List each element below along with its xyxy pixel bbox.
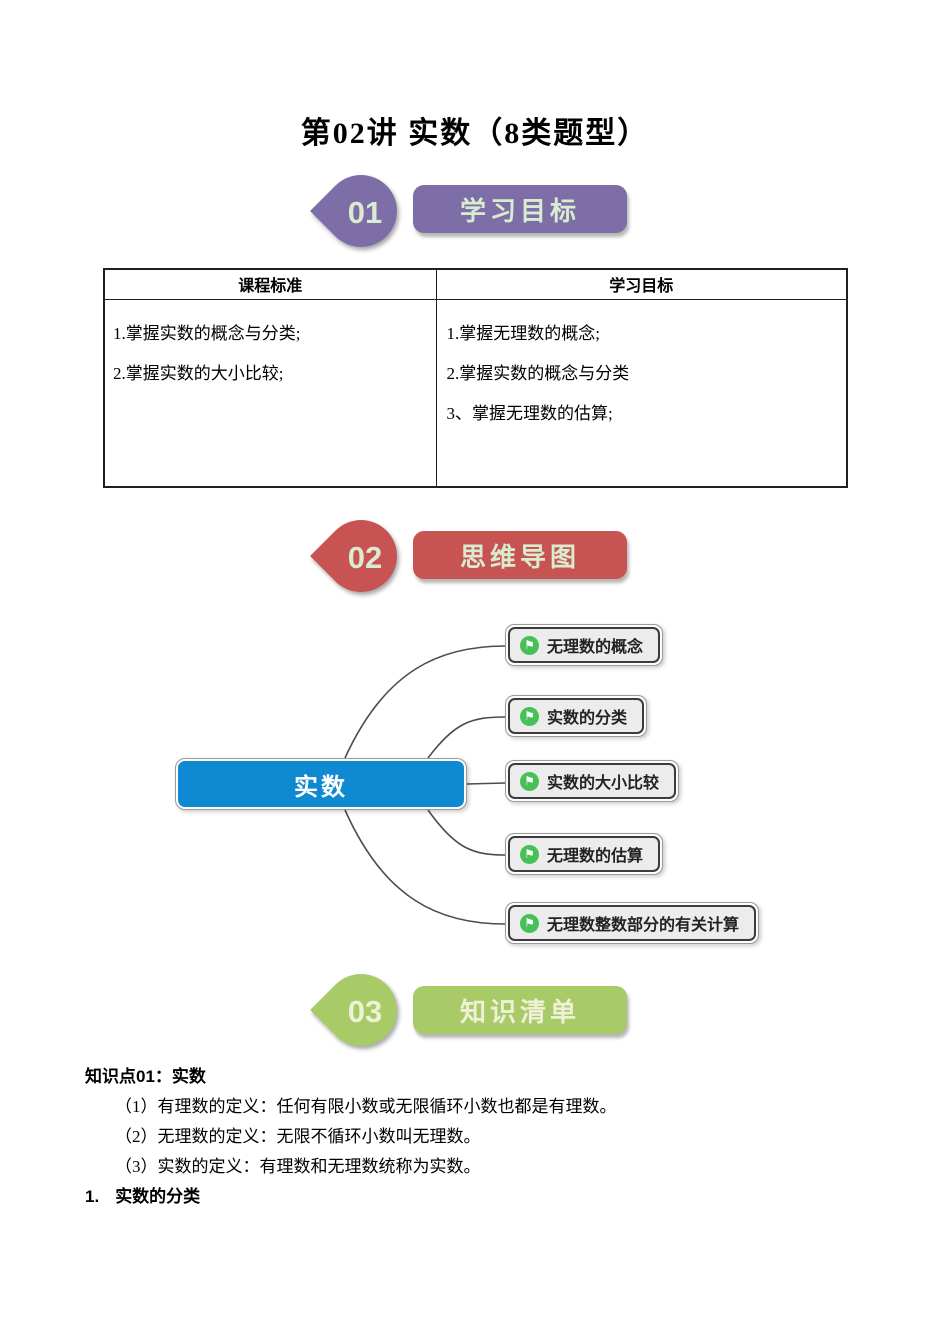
flag-icon: ⚑ bbox=[520, 913, 539, 933]
section-number: 02 bbox=[347, 540, 383, 575]
flag-icon: ⚑ bbox=[520, 635, 539, 655]
section-banner-mind-map: 思维导图 bbox=[413, 531, 627, 579]
page-title: 第02讲 实数（8类题型） bbox=[300, 117, 650, 150]
subheading-number: 1. bbox=[85, 1187, 100, 1206]
standards-table: 课程标准 学习目标 1.掌握实数的概念与分类; 2.掌握实数的大小比较; 1.掌… bbox=[103, 268, 848, 488]
mind-map-node-size-comparison: ⚑ 实数的大小比较 bbox=[505, 760, 680, 802]
mind-map-node-label: 实数的分类 bbox=[547, 710, 628, 727]
knowledge-item: （1）有理数的定义：任何有限小数或无限循环小数也都是有理数。 bbox=[115, 1097, 617, 1116]
mind-map-root-label: 实数 bbox=[178, 761, 464, 807]
knowledge-item: （2）无理数的定义：无限不循环小数叫无理数。 bbox=[115, 1127, 481, 1146]
table-cell-curriculum: 1.掌握实数的概念与分类; 2.掌握实数的大小比较; bbox=[103, 298, 437, 488]
mind-map-node-label: 实数的大小比较 bbox=[547, 775, 660, 792]
section-number: 03 bbox=[347, 994, 383, 1029]
section-banner-learning-goals: 学习目标 bbox=[413, 185, 627, 233]
table-cell-goals: 1.掌握无理数的概念; 2.掌握实数的概念与分类 3、掌握无理数的估算; bbox=[435, 298, 848, 488]
mind-map-node-label: 无理数的估算 bbox=[547, 848, 644, 865]
table-header-goals: 学习目标 bbox=[435, 268, 848, 300]
section-badge-03: 03 bbox=[310, 959, 412, 1061]
table-header-row: 课程标准 学习目标 bbox=[103, 268, 848, 300]
section-banner-knowledge-list: 知识清单 bbox=[413, 986, 627, 1034]
curriculum-item: 2.掌握实数的大小比较; bbox=[113, 363, 284, 383]
section-banner-label: 学习目标 bbox=[459, 195, 580, 226]
mind-map-connector-lines bbox=[344, 645, 506, 925]
flag-icon: ⚑ bbox=[520, 844, 539, 864]
goal-item: 3、掌握无理数的估算; bbox=[446, 403, 613, 423]
table-body-row: 1.掌握实数的概念与分类; 2.掌握实数的大小比较; 1.掌握无理数的概念; 2… bbox=[103, 298, 848, 488]
mind-map-root-node: 实数 bbox=[175, 758, 467, 810]
section-badge-01: 01 bbox=[310, 160, 412, 262]
goal-item: 2.掌握实数的概念与分类 bbox=[446, 363, 630, 383]
knowledge-point-heading: 知识点01：实数 bbox=[85, 1067, 206, 1086]
mind-map-node-label: 无理数整数部分的有关计算 bbox=[547, 917, 740, 934]
table-header-curriculum: 课程标准 bbox=[103, 268, 437, 300]
flag-icon: ⚑ bbox=[520, 706, 539, 726]
classification-subheading: 1. 实数的分类 bbox=[85, 1182, 875, 1212]
flag-icon: ⚑ bbox=[520, 771, 539, 791]
knowledge-section: 知识点01：实数 （1）有理数的定义：任何有限小数或无限循环小数也都是有理数。 … bbox=[85, 1062, 875, 1212]
section-banner-label: 思维导图 bbox=[459, 541, 580, 572]
mind-map-node-real-classification: ⚑ 实数的分类 bbox=[505, 695, 648, 737]
mind-map-node-label: 无理数的概念 bbox=[547, 639, 644, 656]
mind-map-node-irrational-concept: ⚑ 无理数的概念 bbox=[505, 624, 664, 666]
section-banner-label: 知识清单 bbox=[459, 996, 580, 1027]
mind-map-node-integer-part-calculation: ⚑ 无理数整数部分的有关计算 bbox=[505, 902, 760, 944]
mind-map-node-irrational-estimation: ⚑ 无理数的估算 bbox=[505, 833, 664, 875]
goal-item: 1.掌握无理数的概念; bbox=[446, 323, 600, 343]
mind-map: 实数 ⚑ 无理数的概念 ⚑ 实数的分类 ⚑ 实数的大小比较 ⚑ 无理数的估算 bbox=[0, 600, 950, 970]
section-badge-02: 02 bbox=[310, 505, 412, 607]
knowledge-item: （3）实数的定义：有理数和无理数统称为实数。 bbox=[115, 1157, 481, 1176]
curriculum-item: 1.掌握实数的概念与分类; bbox=[113, 323, 301, 343]
subheading-label: 实数的分类 bbox=[115, 1187, 201, 1206]
section-number: 01 bbox=[347, 195, 383, 230]
